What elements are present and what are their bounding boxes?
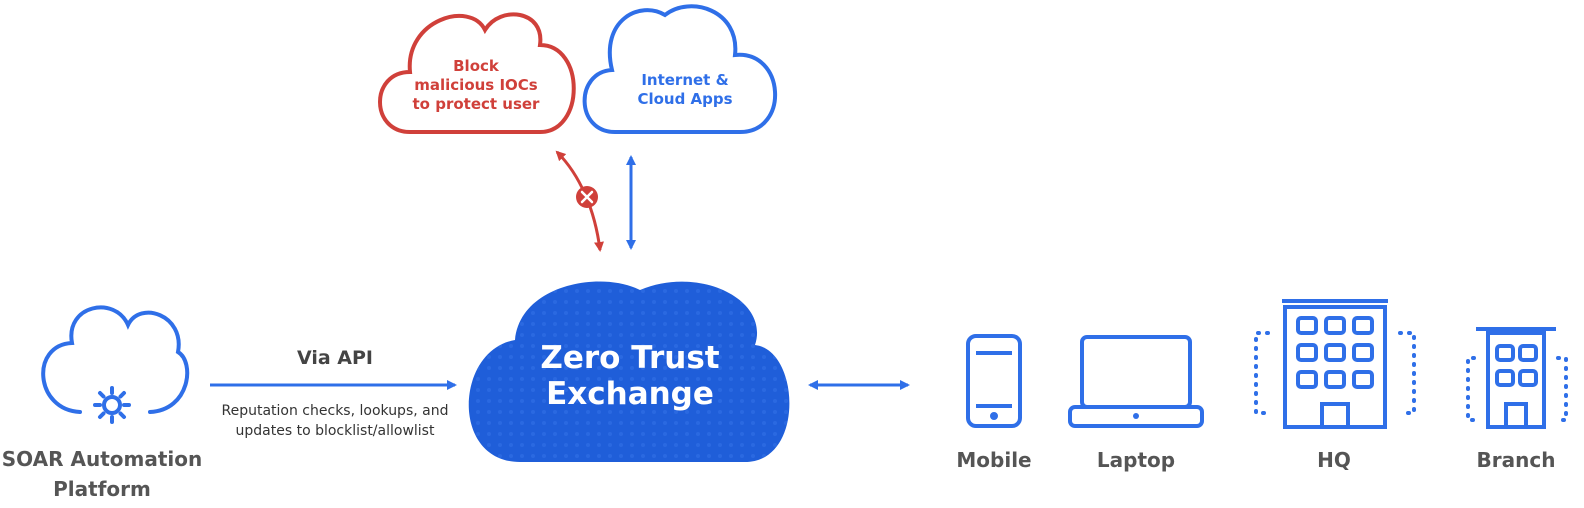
internet-cloud-icon xyxy=(582,4,777,134)
cloud-gear-icon xyxy=(41,305,190,424)
soar-line-2: Platform xyxy=(53,477,151,501)
device-label-hq: HQ xyxy=(1317,448,1351,472)
device-label-mobile: Mobile xyxy=(956,448,1032,472)
device-label-branch: Branch xyxy=(1476,448,1556,472)
internet-line-2: Cloud Apps xyxy=(637,90,733,108)
zero-trust-cloud-icon xyxy=(468,281,790,462)
hq-building-icon xyxy=(1254,299,1416,429)
block-line-2: malicious IOCs xyxy=(414,76,538,94)
api-label: Via API xyxy=(296,347,374,369)
device-label-laptop: Laptop xyxy=(1096,448,1176,472)
api-desc-line-2: updates to blocklist/allowlist xyxy=(235,423,435,439)
laptop-icon xyxy=(1068,335,1204,428)
block-cloud-label: Block malicious IOCs to protect user xyxy=(396,57,556,114)
zero-trust-line-1: Zero Trust xyxy=(540,340,720,376)
branch-building-icon xyxy=(1466,327,1568,429)
api-desc-line-1: Reputation checks, lookups, and xyxy=(221,403,449,419)
soar-label: SOAR Automation Platform xyxy=(0,444,204,504)
block-line-3: to protect user xyxy=(412,95,540,113)
soar-line-1: SOAR Automation xyxy=(1,447,203,471)
zero-trust-line-2: Exchange xyxy=(546,376,714,412)
x-circle-icon xyxy=(576,186,598,208)
block-cloud-icon xyxy=(378,12,576,134)
internet-line-1: Internet & xyxy=(641,71,729,89)
block-line-1: Block xyxy=(453,57,499,75)
internet-cloud-label: Internet & Cloud Apps xyxy=(605,71,765,109)
api-description: Reputation checks, lookups, and updates … xyxy=(180,401,490,441)
mobile-icon xyxy=(966,334,1022,428)
zero-trust-label: Zero Trust Exchange xyxy=(500,340,760,412)
